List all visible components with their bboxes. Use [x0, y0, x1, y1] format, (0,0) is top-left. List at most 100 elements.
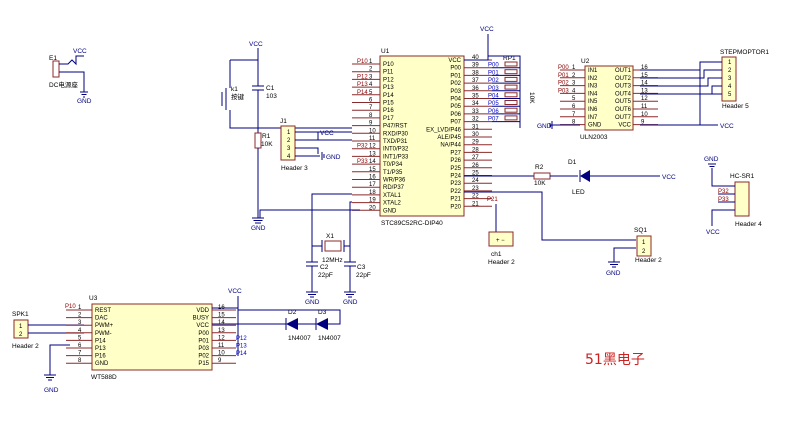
- voice-pin-num: 5: [78, 335, 82, 341]
- svg-text:2: 2: [19, 332, 23, 338]
- driver-net-label: P01: [558, 73, 569, 79]
- mcu-pin-num: 3: [369, 74, 373, 80]
- c2-value: 22pF: [318, 272, 333, 279]
- c1-ref: C1: [266, 85, 275, 92]
- mcu-pin-num: 18: [369, 190, 376, 196]
- driver-pin-num: 2: [572, 73, 576, 79]
- driver-pin-num: 14: [641, 81, 648, 87]
- hcsr-name: Header 4: [735, 221, 762, 228]
- diode-d3: [316, 318, 328, 330]
- brand-text: 51黑电子: [585, 352, 645, 368]
- mcu-pin-num: 9: [369, 121, 373, 127]
- driver-pin-name: IN4: [588, 91, 598, 97]
- mcu-pin-name: NA/P44: [440, 143, 461, 149]
- mcu-pin-name: P01: [450, 73, 461, 79]
- led-indicator: R2 10K VCC D1 LED: [464, 159, 676, 196]
- driver-pin-name: IN2: [588, 76, 598, 82]
- mcu-pin-name: GND: [383, 208, 397, 214]
- mcu-net-label: P01: [488, 70, 499, 76]
- mcu-pin-name: WR/P36: [383, 178, 406, 184]
- driver-pin-num: 15: [641, 73, 648, 79]
- mcu-pin-num: 14: [369, 159, 376, 165]
- svg-text:VCC: VCC: [662, 174, 676, 181]
- driver-pin-num: 1: [572, 65, 576, 71]
- svg-text:2: 2: [728, 68, 732, 74]
- driver-pin-num: 6: [572, 104, 576, 110]
- mcu-pin-name: EX_LVD/P46: [426, 127, 462, 133]
- svg-text:GND: GND: [704, 156, 719, 163]
- pushbutton-k1: [221, 88, 227, 110]
- voice-pin-name: VCC: [196, 323, 209, 329]
- svg-text:1: 1: [19, 324, 23, 330]
- mcu-pin-num: 30: [472, 132, 479, 138]
- e1-name: DC电源座: [49, 80, 78, 89]
- driver-pin-name: OUT6: [615, 107, 632, 113]
- mcu-net-label: P14: [357, 90, 368, 96]
- mcu-net-label: P07: [488, 117, 499, 123]
- mcu-pin-num: 11: [369, 136, 376, 142]
- mcu-pin-num: 2: [369, 67, 373, 73]
- driver-pin-name: IN5: [588, 99, 598, 105]
- driver-pin-name: OUT4: [615, 91, 632, 97]
- mcu-pin-num: 7: [369, 105, 373, 111]
- voice-pin-name: P00: [198, 331, 209, 337]
- voice-right-pins: 16VDD15BUSY14VCC13P0012P0111P0310P029P15…: [193, 305, 248, 367]
- d2-part: 1N4007: [288, 335, 311, 342]
- voice-pin-num: 7: [78, 351, 82, 357]
- j1-name: Header 3: [281, 165, 308, 172]
- driver-pin-num: 9: [641, 120, 645, 126]
- mcu-pin-num: 27: [472, 155, 479, 161]
- svg-text:4: 4: [287, 154, 291, 160]
- voice-net-label: P14: [236, 351, 247, 357]
- mcu-net-label: P13: [357, 82, 368, 88]
- voice-pin-name: REST: [95, 308, 111, 314]
- rp1-value: 10K: [528, 92, 535, 104]
- driver-pin-num: 8: [572, 120, 576, 126]
- mcu-pin-num: 25: [472, 171, 479, 177]
- voice-pin-name: P01: [198, 338, 209, 344]
- voice-pin-name: P14: [95, 338, 106, 344]
- mcu-pin-num: 20: [369, 205, 376, 211]
- driver-pin-name: IN7: [588, 115, 598, 121]
- sq1-ref: SQ1: [634, 227, 647, 234]
- mcu-pin-name: P06: [450, 112, 461, 118]
- mcu-net-label: P33: [357, 159, 368, 165]
- driver-pin-name: VCC: [618, 123, 631, 129]
- voice-pin-name: PWM-: [95, 331, 112, 337]
- mcu-pin-name: P15: [383, 101, 394, 107]
- mcu-pin-num: 5: [369, 90, 373, 96]
- mcu-pin-num: 33: [472, 109, 479, 115]
- mcu-pin-name: P00: [450, 66, 461, 72]
- driver-pin-name: OUT1: [615, 68, 632, 74]
- svg-text:VCC: VCC: [249, 41, 263, 48]
- mcu-net-label: P10: [357, 59, 368, 65]
- j1-ref: J1: [280, 118, 287, 125]
- diodes: D2 1N4007 D3 1N4007: [212, 309, 341, 342]
- mcu-pin-num: 37: [472, 78, 479, 84]
- mcu-pin-name: T0/P34: [383, 162, 403, 168]
- mcu-pin-name: P12: [383, 77, 394, 83]
- ultrasonic-header: HC-SR1 GND P32 P33 VCC Header 4: [704, 156, 762, 236]
- svg-text:5: 5: [728, 92, 732, 98]
- mcu-net-label: P02: [488, 78, 499, 84]
- mcu-pin-name: P25: [450, 166, 461, 172]
- voice-pin-num: 14: [218, 320, 225, 326]
- sq1-name: Header 2: [635, 257, 662, 264]
- resistor-r2: [533, 172, 551, 180]
- mcu-pin-num: 17: [369, 182, 376, 188]
- spk-name: Header 2: [12, 343, 39, 350]
- mcu-pin-name: P21: [450, 197, 461, 203]
- e1-ref: E1: [49, 55, 57, 62]
- svg-text:VCC: VCC: [320, 130, 334, 137]
- svg-text:GND: GND: [326, 154, 341, 161]
- svg-text:GND: GND: [305, 299, 320, 306]
- mcu-net-label: P04: [488, 94, 499, 100]
- reset-circuit: VCC k1 按键 C1 103 R1 10K GND: [221, 41, 352, 232]
- svg-text:P21: P21: [487, 197, 498, 203]
- driver-pin-name: OUT7: [615, 115, 632, 121]
- mcu-pin-num: 32: [472, 117, 479, 123]
